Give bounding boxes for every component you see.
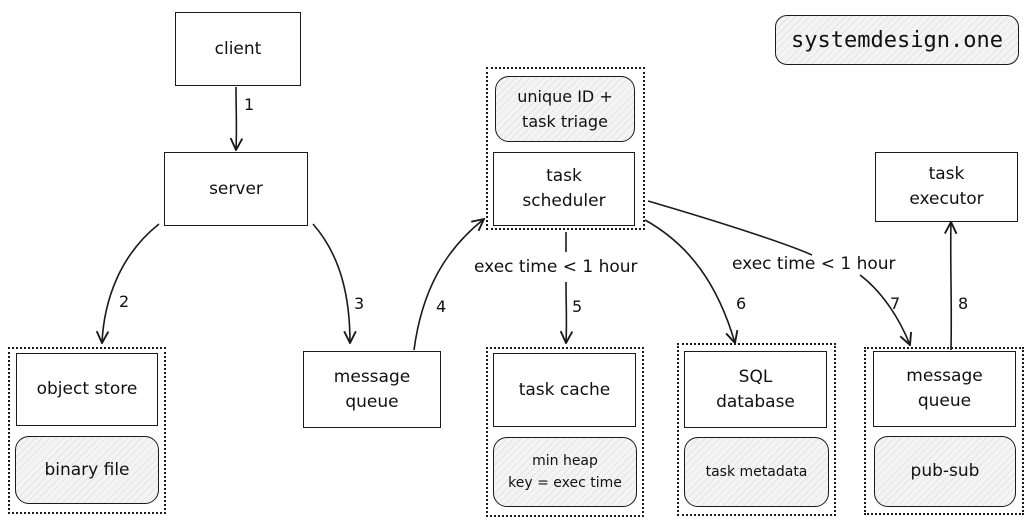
object-store-group: [8, 347, 166, 514]
edge-label-6: 6: [736, 294, 747, 313]
pubsub-group: [864, 347, 1024, 515]
message-queue-box: message queue: [303, 351, 441, 428]
client-box: client: [175, 12, 301, 86]
arrow-2: [102, 223, 160, 343]
server-box: server: [164, 152, 308, 226]
task-cache-group: [486, 347, 644, 517]
min-heap-box: min heap key = exec time: [493, 437, 637, 507]
edge-label-8: 8: [958, 294, 969, 313]
edge-label-3: 3: [354, 294, 365, 313]
arrow-7: [647, 200, 910, 345]
unique-id-box: unique ID + task triage: [495, 76, 635, 142]
arrow-6: [644, 219, 735, 343]
object-store-box: object store: [16, 353, 158, 426]
arrow-3: [312, 223, 350, 343]
task-scheduler-box: task scheduler: [493, 152, 635, 226]
pub-sub-box: pub-sub: [874, 436, 1016, 507]
scheduler-group: [486, 67, 645, 230]
edge-label-1: 1: [244, 95, 255, 114]
edge-label-7: 7: [890, 294, 901, 313]
binary-file-box: binary file: [15, 436, 159, 504]
exec-time-label-left: exec time < 1 hour: [474, 257, 638, 277]
arrow-4: [413, 219, 484, 351]
edge-label-2: 2: [119, 292, 130, 311]
task-cache-box: task cache: [493, 353, 636, 427]
exec-time-label-right: exec time < 1 hour: [732, 254, 896, 274]
sql-group: [677, 343, 836, 516]
edge-label-5: 5: [572, 297, 583, 316]
edge-label-4: 4: [436, 297, 447, 316]
brand-badge: systemdesign.one: [775, 15, 1019, 65]
task-executor-box: task executor: [875, 152, 1018, 222]
task-metadata-box: task metadata: [684, 437, 829, 507]
arrow-8: [951, 222, 952, 351]
message-queue-2-box: message queue: [873, 351, 1016, 427]
sql-database-box: SQL database: [684, 351, 827, 428]
